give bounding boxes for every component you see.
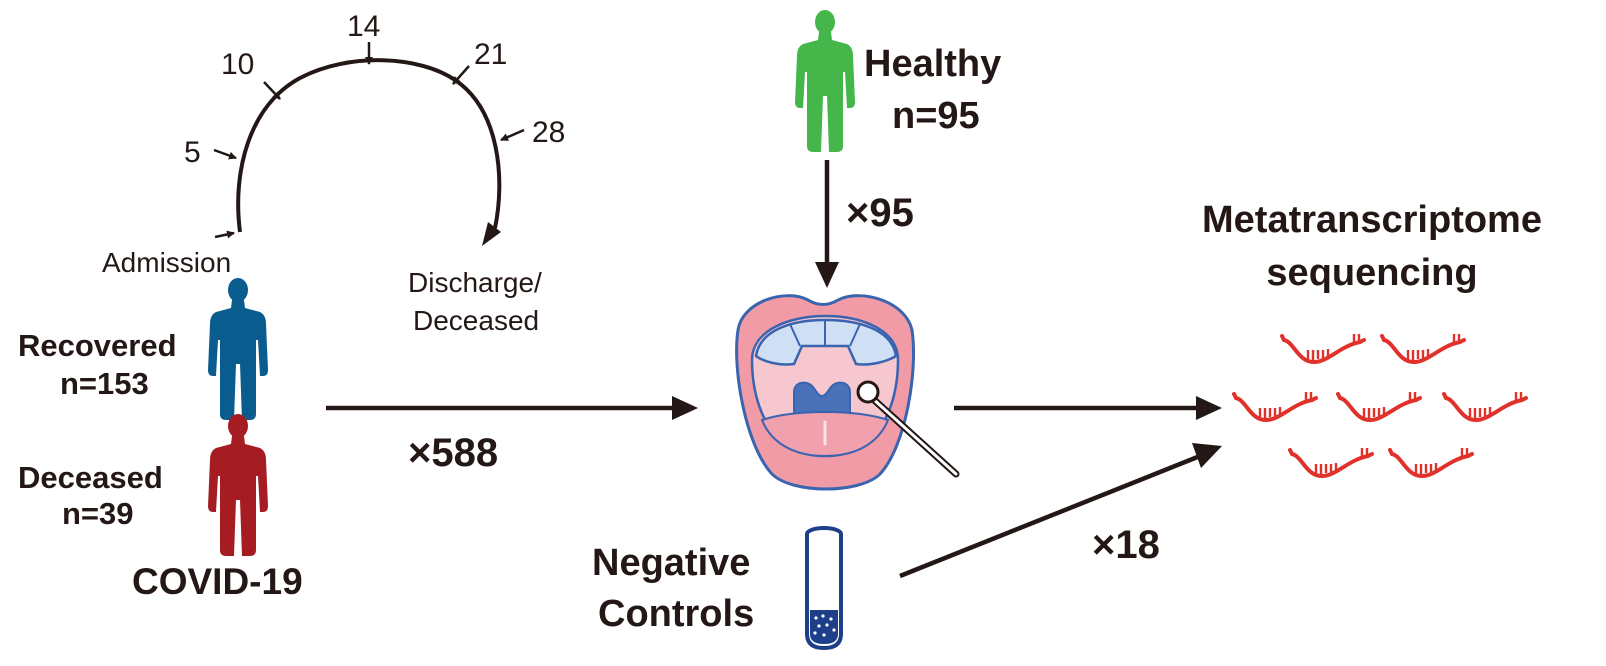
- swab-to-sequencing: [954, 396, 1222, 420]
- discharge-label-line2: Deceased: [413, 305, 539, 336]
- rna-strand-icon: [1280, 332, 1366, 364]
- covid-cohort: Recovered n=153 Deceased n=39 COVID-19: [18, 278, 303, 602]
- healthy-count: n=95: [892, 95, 980, 137]
- day-label-5: 5: [184, 136, 201, 169]
- rna-strand-icon: [1288, 446, 1374, 478]
- timeline-arc-path: [236, 58, 502, 233]
- recovered-label: Recovered: [18, 328, 177, 363]
- timeline-end-arrowhead: [482, 222, 501, 246]
- rna-strand-icon: [1388, 446, 1474, 478]
- day-label-10: 10: [221, 48, 254, 81]
- healthy-cohort: Healthy n=95 ×95: [795, 10, 1001, 288]
- swab-tip: [856, 380, 880, 404]
- sequencing-flow-arrowhead: [1196, 396, 1222, 420]
- deceased-label: Deceased: [18, 460, 163, 495]
- healthy-label: Healthy: [864, 43, 1001, 85]
- deceased-person-icon: [208, 414, 268, 556]
- sequencing-output: Metatranscriptome sequencing: [1202, 199, 1542, 478]
- rna-strand-icon: [1232, 390, 1318, 422]
- test-tube-icon: [805, 526, 843, 651]
- covid-group-label: COVID-19: [132, 561, 303, 602]
- timeline-arc: 5 10 14 21 28 Admission Discharge/ Decea…: [102, 10, 565, 336]
- tick-arrow-day-28: [500, 128, 525, 142]
- healthy-flow-arrowhead: [815, 262, 839, 288]
- discharge-label-line1: Discharge/: [408, 267, 542, 298]
- negative-controls-label-line2: Controls: [598, 593, 754, 635]
- negative-controls: Negative Controls ×18: [592, 443, 1222, 651]
- rna-strand-icon: [1442, 390, 1528, 422]
- covid-flow-arrowhead: [672, 396, 698, 420]
- rna-strand-icon: [1336, 390, 1422, 422]
- mouth-swab-icon: [735, 294, 960, 491]
- healthy-sample-count: ×95: [846, 191, 914, 235]
- negative-controls-label-line1: Negative: [592, 542, 750, 584]
- tick-arrow-day-10: [263, 81, 281, 100]
- output-title-line2: sequencing: [1266, 252, 1477, 294]
- rna-strand-icon: [1380, 332, 1466, 364]
- healthy-person-icon: [795, 10, 855, 152]
- tonsil-uvula: [793, 381, 851, 421]
- day-label-21: 21: [474, 38, 507, 71]
- controls-flow-arrowhead: [1192, 443, 1222, 468]
- deceased-count: n=39: [62, 496, 134, 531]
- tick-arrow-day-21: [452, 65, 470, 85]
- tick-arrow-day-5: [213, 148, 237, 160]
- controls-sample-count: ×18: [1092, 523, 1160, 567]
- recovered-count: n=153: [60, 366, 149, 401]
- admission-label: Admission: [102, 247, 231, 278]
- covid-flow: ×588: [326, 396, 698, 475]
- output-title-line1: Metatranscriptome: [1202, 199, 1542, 241]
- day-label-28: 28: [532, 116, 565, 149]
- controls-flow-arrow: [899, 453, 1201, 579]
- tick-arrow-admission: [214, 230, 235, 239]
- day-label-14: 14: [347, 10, 380, 43]
- recovered-person-icon: [208, 278, 268, 420]
- covid-sample-count: ×588: [408, 431, 498, 475]
